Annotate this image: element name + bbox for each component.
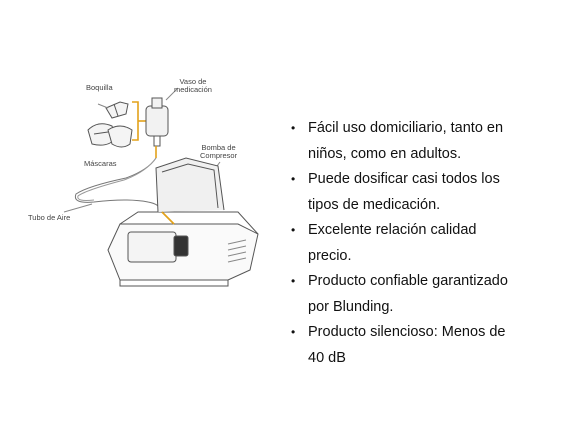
label-mascaras: Máscaras	[84, 159, 117, 168]
medication-cup-icon	[145, 97, 169, 147]
list-item: • Excelente relación calidad precio.	[290, 218, 560, 269]
feature-text: precio.	[308, 247, 352, 264]
feature-list: • Fácil uso domiciliario, tanto en niños…	[290, 116, 560, 371]
mask-icon	[87, 123, 133, 148]
compressor-icon	[107, 157, 259, 287]
feature-text: Excelente relación calidad	[308, 222, 477, 238]
mouthpiece-icon	[105, 101, 129, 119]
list-item: • Producto confiable garantizado por Blu…	[290, 269, 560, 320]
nebulizer-diagram: Boquilla Vaso de medicación Máscaras Bom…	[28, 74, 278, 304]
bullet-icon: •	[291, 274, 296, 288]
feature-text: Puede dosificar casi todos los	[308, 171, 500, 187]
bullet-icon: •	[291, 325, 296, 339]
feature-text: por Blunding.	[308, 298, 394, 315]
feature-text: niños, como en adultos.	[308, 145, 462, 162]
label-tubo-aire: Tubo de Aire	[28, 213, 71, 222]
feature-text: tipos de medicación.	[308, 196, 441, 213]
feature-text: Producto confiable garantizado	[308, 273, 508, 289]
label-vaso-medicacion: Vaso de medicación	[174, 77, 212, 94]
list-item: • Fácil uso domiciliario, tanto en niños…	[290, 116, 560, 167]
feature-text: Fácil uso domiciliario, tanto en	[308, 120, 504, 136]
list-item: • Puede dosificar casi todos los tipos d…	[290, 167, 560, 218]
list-item: • Producto silencioso: Menos de 40 dB	[290, 320, 560, 371]
nebulizer-illustration	[63, 87, 259, 287]
label-bomba-compresor: Bomba de Compresor	[200, 143, 238, 160]
feature-text: Producto silencioso: Menos de	[308, 324, 506, 340]
bullet-icon: •	[291, 121, 296, 135]
bullet-icon: •	[291, 223, 296, 237]
bullet-icon: •	[291, 172, 296, 186]
label-boquilla: Boquilla	[86, 83, 113, 92]
feature-text: 40 dB	[308, 349, 346, 366]
